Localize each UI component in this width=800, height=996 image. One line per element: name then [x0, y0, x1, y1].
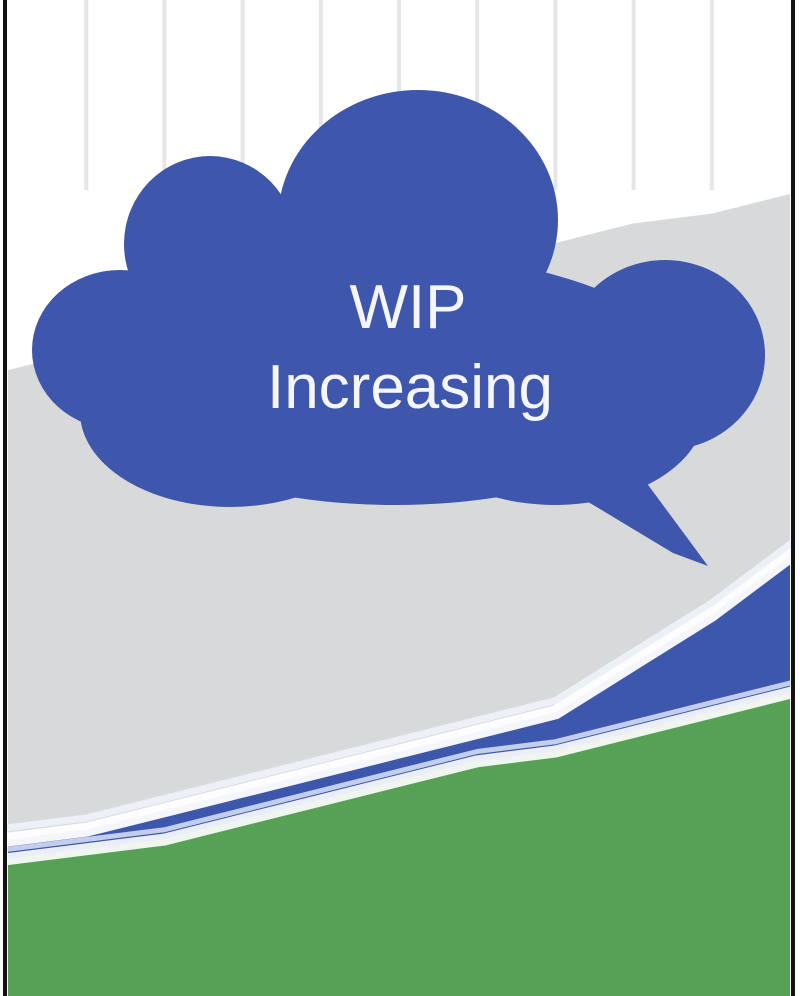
wip-upper-boundary: [1, 548, 797, 847]
wip-callout: WIP Increasing: [32, 90, 765, 566]
callout-cloud-lower-right: [405, 315, 705, 505]
done-band-area: [8, 692, 790, 996]
chart-highlight-layer: [1, 540, 797, 866]
chart-gridlines: [84, 0, 714, 190]
wip-upper-highlight: [4, 540, 794, 832]
done-upper-highlight: [5, 680, 793, 852]
callout-text-line-1: WIP: [349, 273, 466, 342]
callout-cloud-lower-left: [80, 317, 380, 507]
callout-text-line-2: Increasing: [267, 353, 553, 422]
wip-band-area: [8, 555, 790, 860]
done-upper-boundary: [2, 686, 796, 866]
